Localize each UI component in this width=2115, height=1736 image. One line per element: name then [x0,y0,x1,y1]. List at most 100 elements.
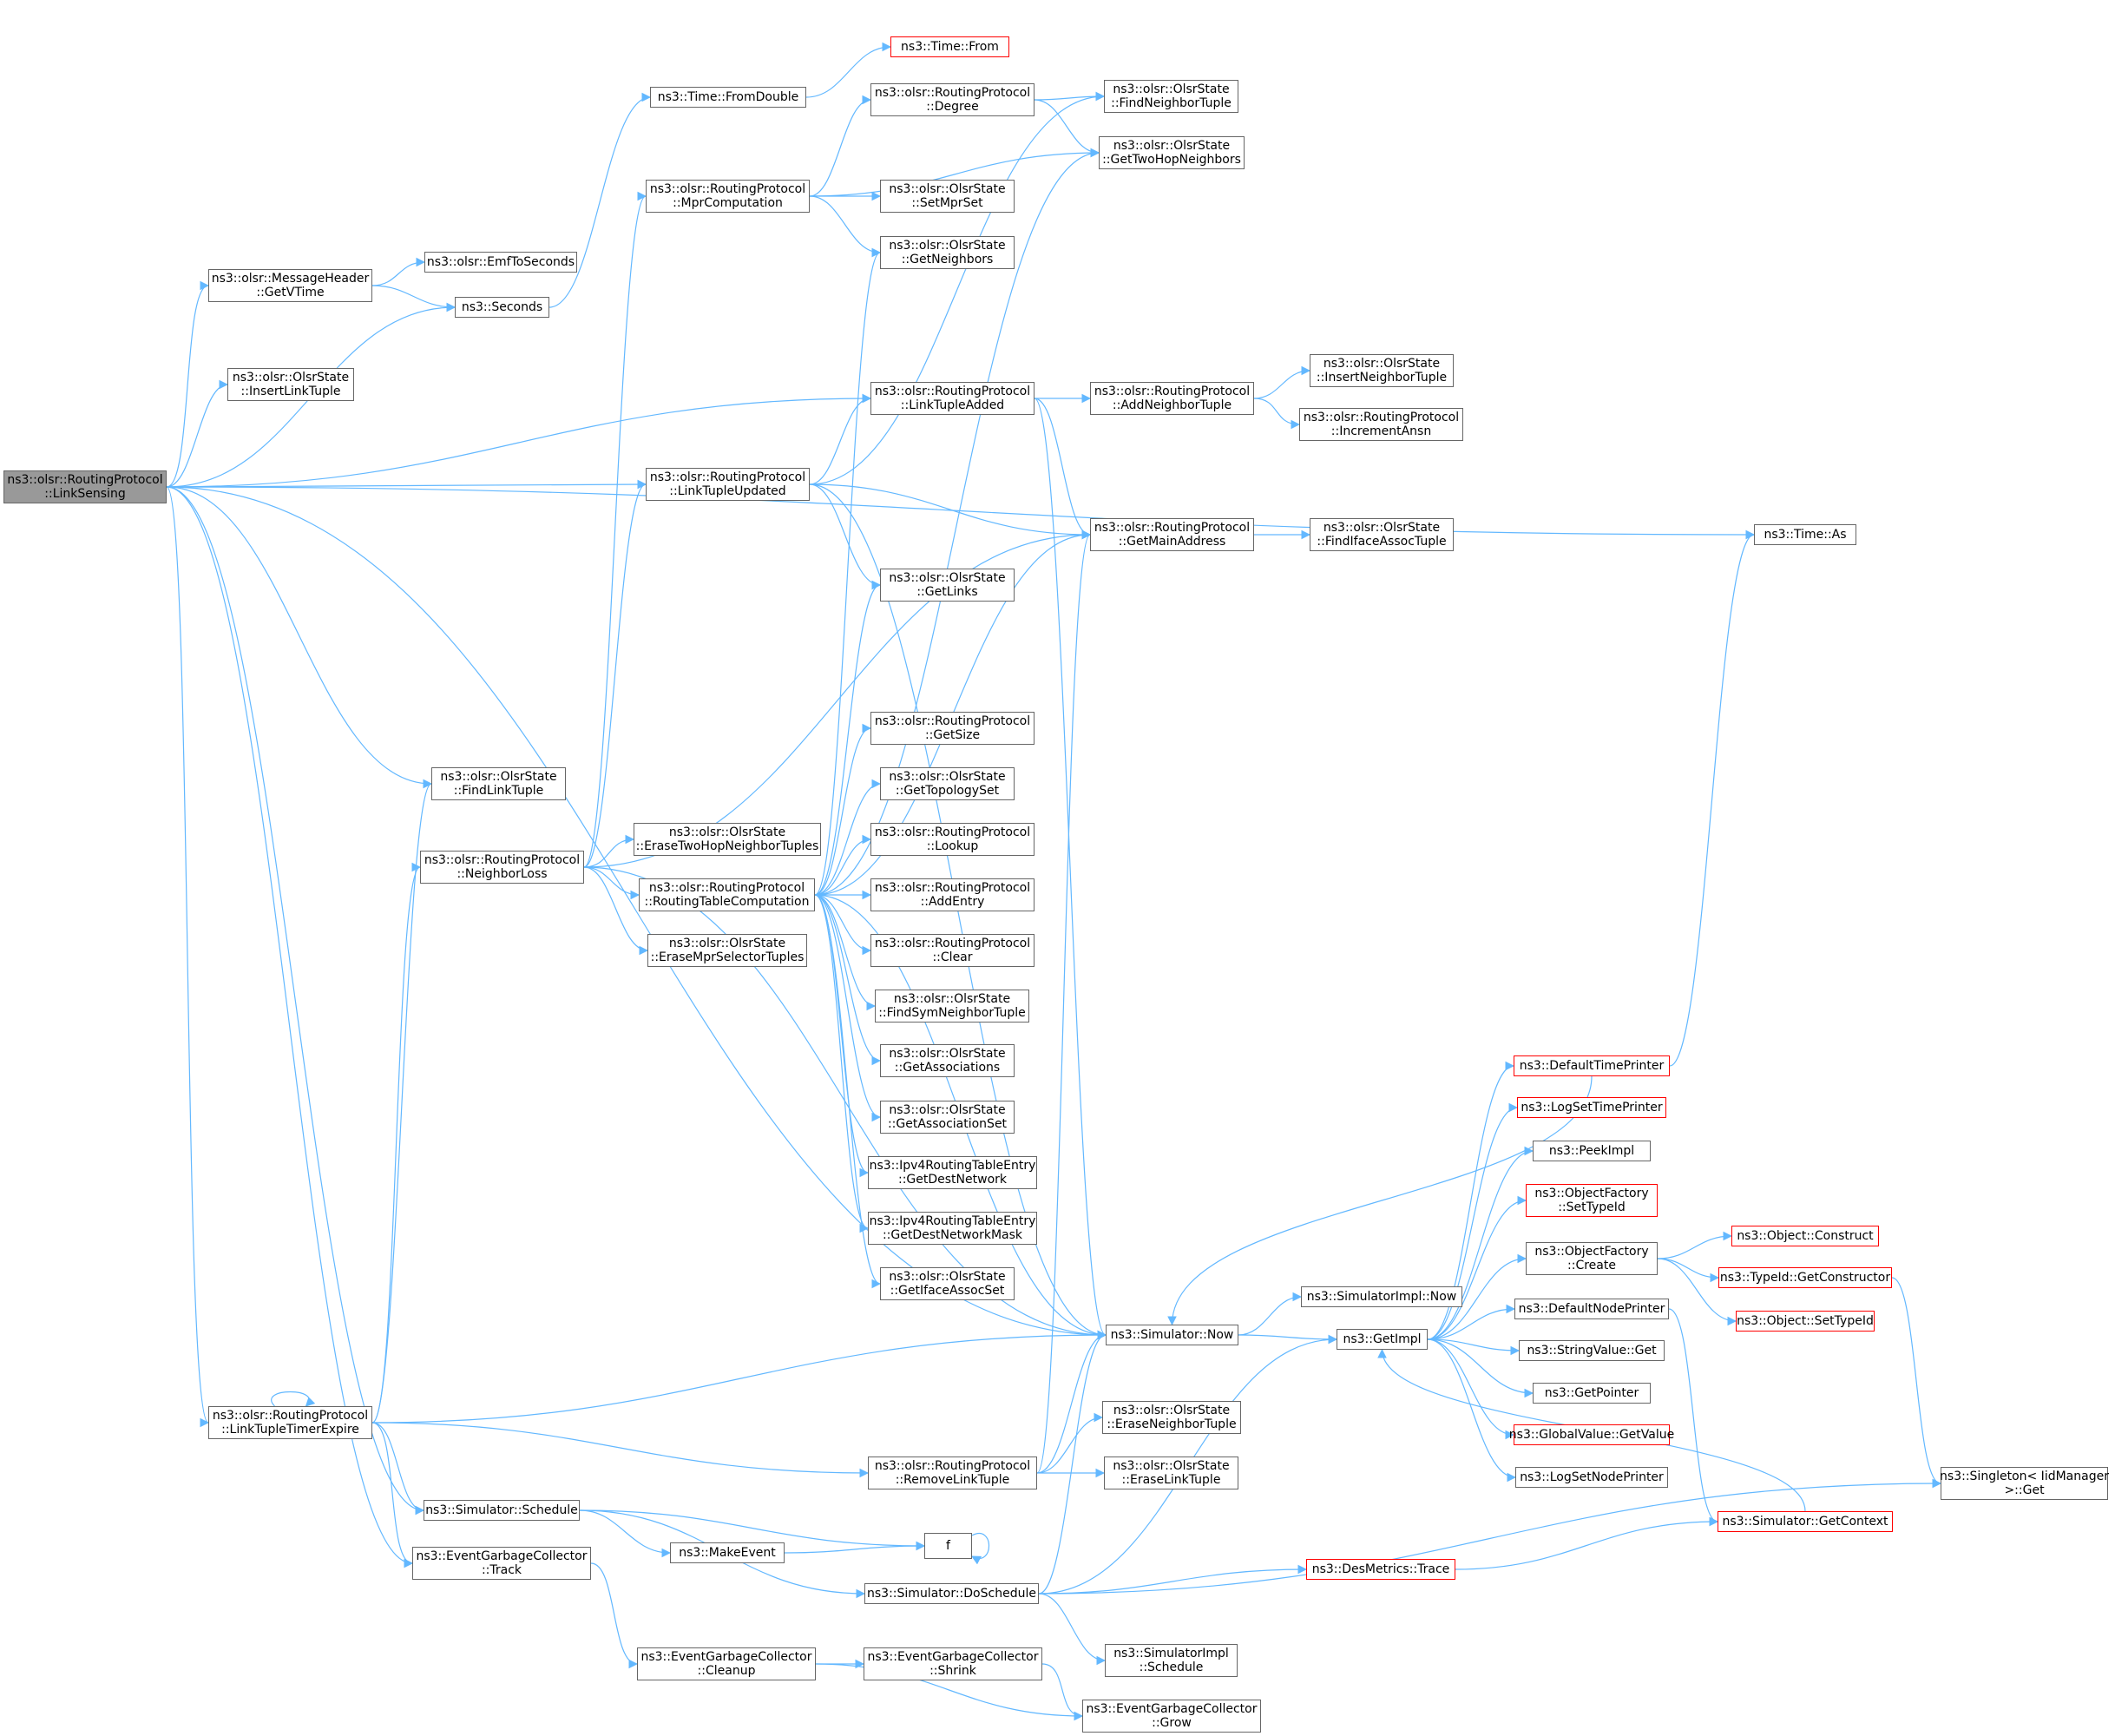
node-olsrstate-eraseneighbortuple[interactable]: ns3::olsr::OlsrState::EraseNeighborTuple [1102,1401,1241,1434]
edge-seconds-to-fromdouble [548,92,652,308]
edge-addneighbortuple-to-incrementansn [1253,398,1301,430]
node-routingprotocol-linktupleupdated[interactable]: ns3::olsr::RoutingProtocol::LinkTupleUpd… [646,468,810,501]
node-object-construct[interactable]: ns3::Object::Construct [1731,1226,1879,1246]
node-routingprotocol-degree[interactable]: ns3::olsr::RoutingProtocol::Degree [870,83,1035,116]
edge-destrace-to-getcontext [1455,1516,1719,1570]
node-routingprotocol-getmainaddress[interactable]: ns3::olsr::RoutingProtocol::GetMainAddre… [1090,518,1254,551]
edge-f-self-loop [971,1533,989,1565]
node-f[interactable]: f [924,1533,972,1559]
node-logsetnodeprinter[interactable]: ns3::LogSetNodePrinter [1515,1467,1668,1488]
node-olsrstate-eraselinktuple[interactable]: ns3::olsr::OlsrState::EraseLinkTuple [1104,1457,1238,1489]
node-simulatorimpl-now[interactable]: ns3::SimulatorImpl::Now [1301,1286,1462,1307]
node-simulatorimpl-schedule[interactable]: ns3::SimulatorImpl::Schedule [1105,1644,1238,1677]
edge-mprcomputation-to-degree [809,95,872,197]
edge-neighborloss-to-linktupleupdated [583,479,647,868]
node-root-linksensing: ns3::olsr::RoutingProtocol::LinkSensing [3,470,167,503]
node-defaulttimeprinter[interactable]: ns3::DefaultTimePrinter [1514,1055,1670,1076]
node-olsrstate-getassociations[interactable]: ns3::olsr::OlsrState::GetAssociations [880,1044,1015,1077]
node-simulator-doschedule[interactable]: ns3::Simulator::DoSchedule [864,1583,1039,1604]
node-makeevent[interactable]: ns3::MakeEvent [670,1542,785,1563]
node-eventgarbagecollector-shrink[interactable]: ns3::EventGarbageCollector::Shrink [864,1647,1042,1680]
node-eventgarbagecollector-grow[interactable]: ns3::EventGarbageCollector::Grow [1082,1700,1261,1733]
node-messageheader-getvtime[interactable]: ns3::olsr::MessageHeader::GetVTime [208,269,372,302]
edge-getimpl-to-ofcreate [1427,1253,1527,1340]
node-getpointer[interactable]: ns3::GetPointer [1533,1383,1651,1404]
edge-linktupleadded-to-simnow [1034,398,1107,1340]
node-defaultnodeprinter[interactable]: ns3::DefaultNodePrinter [1514,1299,1669,1319]
edge-track-to-cleanup [590,1562,639,1669]
node-routingprotocol-neighborloss[interactable]: ns3::olsr::RoutingProtocol::NeighborLoss [420,851,584,884]
node-time-from[interactable]: ns3::Time::From [890,36,1009,57]
node-ipv4routingtableentry-getdestnetwork[interactable]: ns3::Ipv4RoutingTableEntry::GetDestNetwo… [868,1156,1037,1189]
edge-routingtablecomputation-to-gettopologyset [814,779,882,896]
node-olsrstate-insertlinktuple[interactable]: ns3::olsr::OlsrState::InsertLinkTuple [227,368,354,401]
node-olsrstate-findneighbortuple[interactable]: ns3::olsr::OlsrState::FindNeighborTuple [1104,80,1238,113]
node-objectfactory-settypeid[interactable]: ns3::ObjectFactory::SetTypeId [1526,1184,1658,1217]
node-time-as[interactable]: ns3::Time::As [1754,524,1856,545]
edge-simnow-to-simimplnow [1238,1292,1303,1336]
node-typeid-getconstructor[interactable]: ns3::TypeId::GetConstructor [1718,1267,1892,1288]
node-olsrstate-findsymneighbortuple[interactable]: ns3::olsr::OlsrState::FindSymNeighborTup… [875,990,1029,1023]
node-olsrstate-gettopologyset[interactable]: ns3::olsr::OlsrState::GetTopologySet [880,767,1015,800]
edge-ofcreate-to-typeidgetconstructor [1657,1258,1720,1283]
node-getimpl[interactable]: ns3::GetImpl [1337,1329,1428,1350]
edge-root-to-schedule [166,486,425,1516]
node-olsrstate-insertneighbortuple[interactable]: ns3::olsr::OlsrState::InsertNeighborTupl… [1310,354,1454,387]
edge-routingtablecomputation-to-lookup [814,834,872,896]
node-olsrstate-erasemprselectortuples[interactable]: ns3::olsr::OlsrState::EraseMprSelectorTu… [647,934,807,967]
node-objectfactory-create[interactable]: ns3::ObjectFactory::Create [1526,1242,1658,1275]
node-routingprotocol-getsize[interactable]: ns3::olsr::RoutingProtocol::GetSize [870,712,1035,745]
node-olsrstate-getneighbors[interactable]: ns3::olsr::OlsrState::GetNeighbors [880,236,1015,269]
node-routingprotocol-removelinktuple[interactable]: ns3::olsr::RoutingProtocol::RemoveLinkTu… [868,1457,1037,1489]
node-routingprotocol-linktupleadded[interactable]: ns3::olsr::RoutingProtocol::LinkTupleAdd… [870,382,1035,415]
node-olsrstate-getifaceassocset[interactable]: ns3::olsr::OlsrState::GetIfaceAssocSet [880,1267,1015,1300]
node-olsr-emftoseconds[interactable]: ns3::olsr::EmfToSeconds [424,252,577,273]
node-olsrstate-findifaceassoctuple[interactable]: ns3::olsr::OlsrState::FindIfaceAssocTupl… [1310,518,1454,551]
node-eventgarbagecollector-track[interactable]: ns3::EventGarbageCollector::Track [412,1547,591,1580]
node-olsrstate-findlinktuple[interactable]: ns3::olsr::OlsrState::FindLinkTuple [431,767,566,800]
edge-root-to-findlinktuple [166,486,433,789]
node-simulator-getcontext[interactable]: ns3::Simulator::GetContext [1718,1511,1893,1532]
node-olsrstate-setmprset[interactable]: ns3::olsr::OlsrState::SetMprSet [880,180,1015,213]
node-stringvalue-get[interactable]: ns3::StringValue::Get [1519,1340,1665,1361]
node-time-fromdouble[interactable]: ns3::Time::FromDouble [650,87,806,108]
node-olsrstate-gettwohopneighbors[interactable]: ns3::olsr::OlsrState::GetTwoHopNeighbors [1099,136,1245,169]
edge-routingtablecomputation-to-getdestnetwork [814,894,870,1178]
node-routingprotocol-clear[interactable]: ns3::olsr::RoutingProtocol::Clear [870,934,1035,967]
edge-neighborloss-to-routingtablecomputation [583,866,640,900]
edge-defaultnodeprinter-to-getcontext [1668,1308,1719,1527]
edge-schedule-to-f [579,1509,926,1551]
node-olsrstate-getlinks[interactable]: ns3::olsr::OlsrState::GetLinks [880,569,1015,602]
node-routingprotocol-incrementansn[interactable]: ns3::olsr::RoutingProtocol::IncrementAns… [1299,408,1463,441]
node-seconds[interactable]: ns3::Seconds [455,297,549,318]
edge-typeidgetconstructor-to-singletonget [1891,1277,1942,1489]
node-eventgarbagecollector-cleanup[interactable]: ns3::EventGarbageCollector::Cleanup [637,1647,816,1680]
node-ipv4routingtableentry-getdestnetworkmask[interactable]: ns3::Ipv4RoutingTableEntry::GetDestNetwo… [868,1212,1037,1245]
node-peekimpl[interactable]: ns3::PeekImpl [1533,1141,1651,1161]
node-object-settypeid[interactable]: ns3::Object::SetTypeId [1736,1311,1875,1332]
edge-getimpl-to-logsettimeprinter [1427,1102,1519,1340]
node-simulator-schedule[interactable]: ns3::Simulator::Schedule [424,1500,580,1521]
node-globalvalue-getvalue[interactable]: ns3::GlobalValue::GetValue [1509,1424,1674,1445]
edge-removelinktuple-to-eraseneighbortuple [1036,1412,1104,1474]
node-olsrstate-getassociationset[interactable]: ns3::olsr::OlsrState::GetAssociationSet [880,1101,1015,1134]
node-routingprotocol-lookup[interactable]: ns3::olsr::RoutingProtocol::Lookup [870,823,1035,856]
node-simulator-now[interactable]: ns3::Simulator::Now [1106,1325,1238,1345]
edge-getimpl-to-stringvalueget [1427,1338,1521,1356]
edge-getimpl-to-ofsettypeid [1427,1195,1527,1340]
node-desmetrics-trace[interactable]: ns3::DesMetrics::Trace [1306,1559,1455,1580]
node-singleton-iidmanager-get[interactable]: ns3::Singleton< IidManager>::Get [1940,1467,2109,1500]
node-routingprotocol-addentry[interactable]: ns3::olsr::RoutingProtocol::AddEntry [870,878,1035,911]
node-olsrstate-erasetwohopneighbortuples[interactable]: ns3::olsr::OlsrState::EraseTwoHopNeighbo… [634,823,821,856]
node-routingprotocol-routingtablecomputation[interactable]: ns3::olsr::RoutingProtocol::RoutingTable… [639,878,815,911]
edge-root-to-linktupletimerexpire [166,486,210,1428]
edge-linktupleupdated-to-findneighbortuple [809,91,1106,485]
node-routingprotocol-addneighbortuple[interactable]: ns3::olsr::RoutingProtocol::AddNeighborT… [1090,382,1254,415]
edge-schedule-to-makeevent [579,1509,672,1558]
edge-getimpl-to-defaultnodeprinter [1427,1304,1516,1340]
node-logsettimeprinter[interactable]: ns3::LogSetTimePrinter [1517,1097,1666,1118]
node-routingprotocol-mprcomputation[interactable]: ns3::olsr::RoutingProtocol::MprComputati… [646,180,810,213]
node-routingprotocol-linktupletimerexpire[interactable]: ns3::olsr::RoutingProtocol::LinkTupleTim… [208,1406,372,1439]
